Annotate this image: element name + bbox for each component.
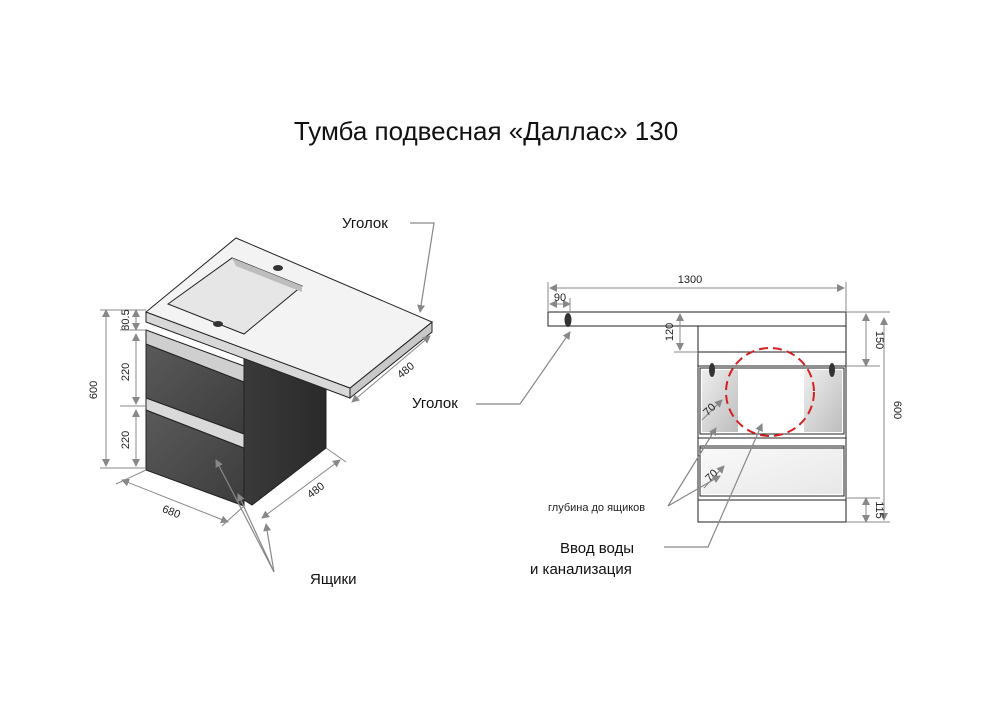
dim-ext: [221, 505, 245, 527]
leader-water: [664, 423, 763, 548]
dim-label-upper-gap: 150: [873, 331, 885, 349]
dim-label-top-band: 120: [664, 323, 676, 341]
dim-label-total-width: 1300: [678, 274, 702, 286]
water-inlet-zone: [725, 347, 815, 437]
dim-ext: [115, 469, 147, 485]
leader-drawers-3: [263, 523, 275, 573]
leader-corner-top: [410, 222, 435, 313]
sink-drain-hole: [213, 321, 223, 327]
dim-label-front-height: 600: [891, 401, 903, 419]
upper-right-panel: [804, 370, 842, 432]
dim-label-top-depth: 480: [395, 360, 417, 381]
dim-line-top-depth: [351, 335, 431, 403]
page-title: Тумба подвесная «Даллас» 130: [294, 116, 678, 146]
dim-ext: [325, 447, 347, 463]
label-corner-mid: Уголок: [412, 395, 458, 412]
label-depth-note: глубина до ящиков: [548, 502, 645, 514]
lower-panel: [702, 448, 842, 494]
corner-bracket-dot: [564, 313, 572, 327]
plinth: [697, 499, 847, 523]
leader-drawers-2: [237, 493, 275, 573]
dim-label-drawer2: 220: [120, 431, 132, 449]
isometric-view: 600 80.5 220 220 680 480 480 Уголок Ящик…: [88, 215, 435, 588]
label-water-line1: Ввод воды: [560, 540, 634, 557]
dim-line-width: [121, 478, 229, 524]
label-corner-top: Уголок: [342, 215, 388, 232]
dim-line-body-depth: [261, 459, 341, 519]
lower-frame: [699, 447, 845, 497]
dim-label-corner-offset: 90: [554, 292, 566, 304]
drawer-top-gap: [145, 329, 245, 383]
leader-depth-2: [667, 475, 721, 507]
leader-corner-mid: [476, 331, 571, 405]
hanger-left: [709, 363, 715, 377]
hanger-right: [829, 363, 835, 377]
countertop-band: [547, 311, 847, 327]
dim-label-plinth: 115: [873, 501, 885, 519]
faucet-hole: [273, 265, 283, 271]
label-drawers: Ящики: [310, 571, 357, 588]
dim-label-drawer1: 220: [120, 363, 132, 381]
dim-label-width: 680: [160, 503, 182, 521]
leader-depth-1: [667, 427, 717, 507]
label-water-line2: и канализация: [530, 561, 632, 578]
sink-basin-shadow: [232, 258, 302, 292]
upper-left-panel: [702, 370, 738, 432]
dim-line-depth-upper: [701, 399, 723, 421]
countertop-apron: [697, 325, 847, 353]
front-view: 1300 90 120 150 600 115 70 70 Уголок глу…: [412, 274, 903, 578]
leader-drawers-1: [215, 459, 275, 573]
dim-label-height: 600: [88, 381, 100, 399]
dim-label-top: 80.5: [120, 309, 132, 330]
